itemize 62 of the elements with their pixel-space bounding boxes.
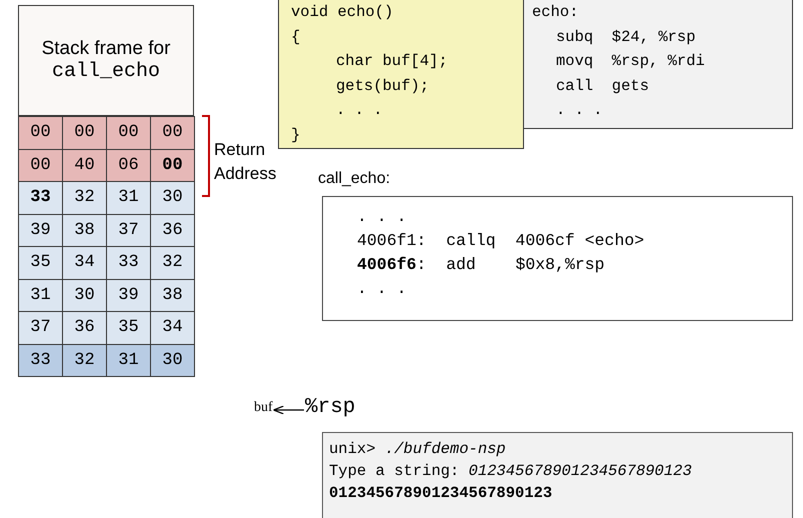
- code-line: . . .: [335, 100, 383, 121]
- byte-cell: 00: [150, 148, 195, 182]
- byte-cell: 30: [62, 278, 107, 312]
- frame-heading: Stack frame for: [42, 38, 170, 60]
- byte-cell: 33: [18, 181, 63, 214]
- code-line: }: [291, 124, 300, 146]
- byte-cell: 32: [150, 246, 195, 280]
- code-line: . . .: [357, 206, 407, 228]
- function-name: call_echo: [52, 60, 160, 83]
- bracket-label: Return Address: [214, 139, 278, 185]
- code-line: {: [291, 26, 300, 48]
- code-line: gets(buf);: [335, 76, 430, 96]
- byte-cell: 34: [62, 246, 107, 280]
- terminal-box: [322, 432, 793, 518]
- code-line: void echo(): [291, 2, 394, 23]
- byte-cell: 40: [62, 148, 107, 182]
- byte-cell: 36: [150, 214, 195, 247]
- code-line: . . .: [555, 100, 603, 121]
- byte-cell: 30: [150, 344, 195, 377]
- byte-cell: 37: [18, 311, 63, 344]
- code-line: 4006f1: callq 4006cf <echo>: [357, 230, 644, 252]
- byte-cell: 32: [62, 344, 107, 377]
- terminal-line: unix> ./bufdemo-nsp: [329, 439, 506, 460]
- byte-cell: 36: [62, 311, 107, 344]
- code-line: echo:: [532, 2, 579, 23]
- byte-cell: 33: [18, 344, 63, 377]
- byte-cell: 37: [106, 214, 151, 247]
- arrow: [273, 405, 304, 415]
- code-box: [322, 196, 793, 321]
- code-box: [278, 0, 524, 149]
- register-label: %rsp: [305, 396, 356, 419]
- byte-cell: 38: [150, 278, 195, 312]
- byte-cell: 31: [106, 344, 151, 377]
- byte-cell: 38: [62, 214, 107, 247]
- byte-cell: 34: [150, 311, 195, 344]
- terminal-line: 012345678901234567890123: [329, 483, 552, 504]
- byte-cell: 33: [106, 246, 151, 280]
- byte-cell: 35: [106, 311, 151, 344]
- byte-cell: 00: [62, 116, 107, 150]
- code-line: . . .: [357, 278, 407, 300]
- byte-cell: 31: [106, 181, 151, 214]
- code-line: 4006f6: add $0x8,%rsp: [357, 254, 605, 276]
- byte-cell: 00: [18, 148, 63, 182]
- byte-cell: 00: [106, 116, 151, 150]
- byte-cell: 06: [106, 148, 151, 182]
- code-line: call gets: [555, 76, 650, 96]
- code-caption: call_echo:: [318, 170, 390, 188]
- code-line: char buf[4];: [335, 51, 448, 72]
- byte-cell: 00: [150, 116, 195, 150]
- byte-cell: 32: [62, 181, 107, 214]
- pointer-label: buf: [254, 400, 273, 416]
- stack-frame-box: [18, 5, 194, 116]
- byte-cell: 39: [18, 214, 63, 247]
- byte-cell: 00: [18, 116, 63, 150]
- terminal-line: Type a string: 012345678901234567890123: [329, 461, 692, 482]
- code-line: movq %rsp, %rdi: [555, 51, 705, 72]
- byte-cell: 30: [150, 181, 195, 214]
- byte-cell: 39: [106, 278, 151, 312]
- byte-cell: 31: [18, 278, 63, 312]
- code-box: [523, 0, 793, 129]
- byte-cell: 35: [18, 246, 63, 280]
- code-line: subq $24, %rsp: [555, 26, 696, 48]
